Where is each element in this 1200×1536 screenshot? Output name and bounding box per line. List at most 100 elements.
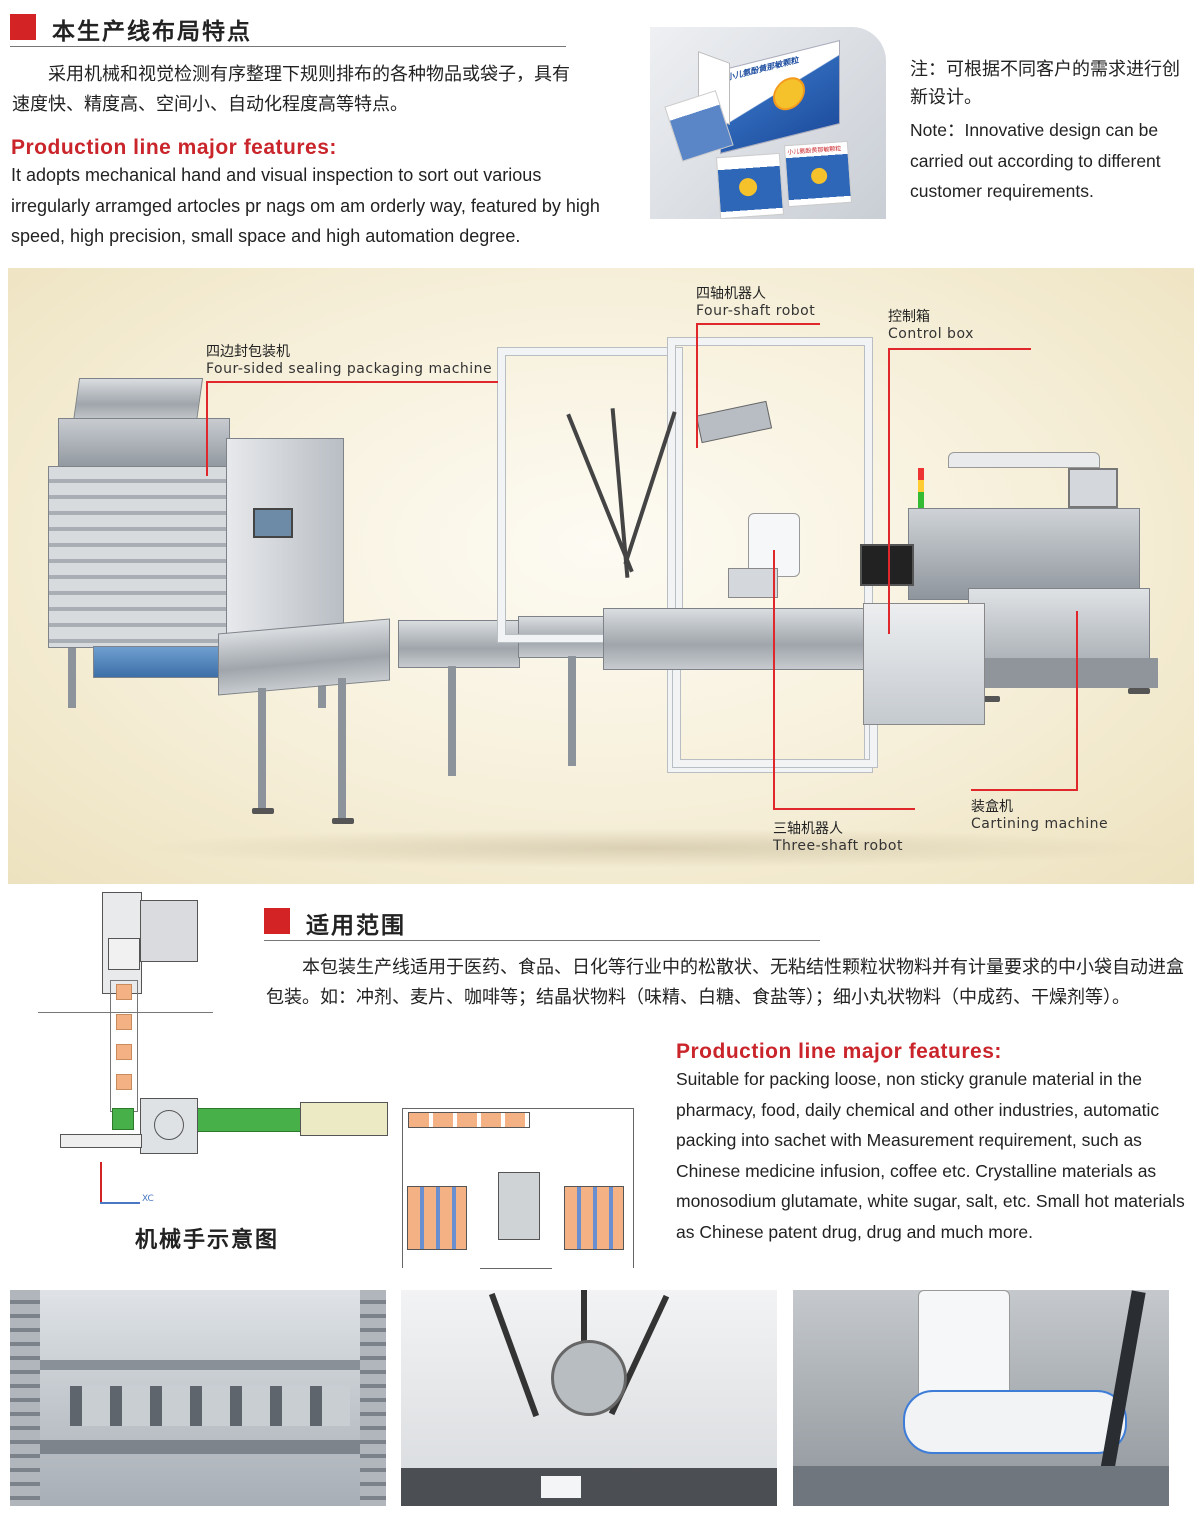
robot-work-table bbox=[603, 608, 895, 670]
schematic-frame-top bbox=[402, 1108, 634, 1109]
product-box: 小儿氨酚黄那敏颗粒 bbox=[720, 40, 840, 154]
conveyor-leg bbox=[258, 688, 266, 808]
layout-section-rule bbox=[10, 46, 566, 47]
callout-cartoning-cn: 装盒机 bbox=[971, 799, 1013, 815]
schematic-caption: 机械手示意图 bbox=[135, 1228, 280, 1253]
sun-mascot-icon bbox=[773, 73, 805, 114]
cartoning-body bbox=[968, 588, 1150, 670]
schematic-robot-icon bbox=[154, 1110, 184, 1140]
scope-section-rule bbox=[264, 940, 820, 941]
callout-line bbox=[206, 381, 498, 383]
schematic-green-conveyor bbox=[196, 1108, 304, 1132]
schematic-sachet bbox=[116, 984, 132, 1000]
schematic-carton-stack-right bbox=[564, 1186, 624, 1250]
schematic-green-segment bbox=[112, 1108, 134, 1130]
callout-line bbox=[696, 323, 698, 448]
monitor-icon bbox=[860, 544, 914, 586]
callout-three-shaft-cn: 三轴机器人 bbox=[773, 821, 843, 837]
callout-line bbox=[696, 323, 820, 325]
cartoning-machine bbox=[888, 438, 1158, 738]
schematic-transfer bbox=[300, 1102, 388, 1136]
photo-sealing-detail bbox=[10, 1290, 386, 1506]
control-box bbox=[863, 603, 985, 725]
callout-line bbox=[1076, 611, 1078, 791]
sachet-right-label: 小儿氨酚黄那敏颗粒 bbox=[787, 145, 842, 157]
section-marker-icon bbox=[264, 908, 290, 934]
layout-section-body-en: It adopts mechanical hand and visual ins… bbox=[11, 165, 600, 246]
sachet-right: 小儿氨酚黄那敏颗粒 bbox=[783, 140, 853, 208]
belt bbox=[401, 1468, 777, 1506]
delta-head-icon bbox=[551, 1340, 627, 1416]
carton-magazine bbox=[908, 508, 1140, 600]
axis-label: XC bbox=[142, 1194, 154, 1204]
nozzle-row bbox=[70, 1386, 350, 1426]
callout-line bbox=[773, 550, 775, 810]
callout-four-sided-en: Four-sided sealing packaging machine bbox=[206, 361, 493, 377]
callout-control-box-cn: 控制箱 bbox=[888, 309, 930, 325]
callout-three-shaft-en: Three-shaft robot bbox=[773, 838, 903, 854]
sachet-on-belt bbox=[541, 1476, 581, 1498]
delta-arm-photo bbox=[581, 1290, 587, 1370]
sachet-left bbox=[715, 152, 785, 219]
callout-four-sided-cn: 四边封包装机 bbox=[206, 344, 290, 360]
schematic-frame-right bbox=[633, 1108, 634, 1268]
schematic-sachet bbox=[116, 1014, 132, 1030]
cross-bar bbox=[40, 1440, 360, 1454]
hopper bbox=[72, 378, 204, 422]
four-shaft-robot-frame bbox=[498, 348, 682, 642]
cartoning-canopy bbox=[948, 452, 1100, 468]
callout-four-shaft-cn: 四轴机器人 bbox=[696, 286, 766, 302]
cartoning-base bbox=[958, 658, 1158, 688]
callout-control-box-en: Control box bbox=[888, 326, 974, 342]
cartoning-foot bbox=[978, 696, 1000, 702]
conveyor-foot bbox=[252, 808, 274, 814]
machine-screen bbox=[253, 508, 293, 538]
robot-schematic: XC 机械手示意图 bbox=[30, 890, 650, 1275]
photo-scara-robot bbox=[793, 1290, 1169, 1506]
schematic-conveyor bbox=[110, 980, 138, 1112]
callout-line bbox=[773, 808, 915, 810]
side-rail bbox=[360, 1290, 386, 1506]
callout-four-shaft-en: Four-shaft robot bbox=[696, 303, 816, 319]
callout-line bbox=[971, 789, 1078, 791]
axis-y-icon bbox=[100, 1162, 102, 1204]
schematic-bracket bbox=[108, 938, 140, 970]
callout-line bbox=[888, 348, 890, 634]
schematic-rail bbox=[480, 1268, 552, 1269]
scope-section-title: 适用范围 bbox=[306, 913, 406, 939]
callout-line bbox=[888, 348, 1031, 350]
schematic-sachet bbox=[116, 1074, 132, 1090]
schematic-machine-side bbox=[140, 900, 198, 962]
table-top bbox=[793, 1466, 1169, 1506]
hmi-screen bbox=[1068, 468, 1118, 508]
machine-leg bbox=[68, 648, 76, 708]
callout-cartoning-en: Cartining machine bbox=[971, 816, 1109, 832]
callout-line bbox=[206, 381, 208, 476]
product-photo: 小儿氨酚黄那敏颗粒 小儿氨酚黄那敏颗粒 bbox=[650, 27, 886, 219]
conveyor-leg bbox=[338, 678, 346, 818]
schematic-carton-row bbox=[408, 1112, 530, 1128]
schematic-infeed bbox=[60, 1134, 142, 1148]
cartoning-foot bbox=[1128, 688, 1150, 694]
layout-section-body-cn: 采用机械和视觉检测有序整理下规则排布的各种物品或袋子，具有速度快、精度高、空间小… bbox=[12, 64, 570, 115]
note-cn: 注：可根据不同客户的需求进行创新设计。 bbox=[910, 59, 1180, 108]
scope-section-heading-en: Production line major features: bbox=[676, 1040, 1002, 1063]
schematic-arm bbox=[498, 1172, 540, 1240]
scope-section-body-cn: 本包装生产线适用于医药、食品、日化等行业中的松散状、无粘结性颗粒状物料并有计量要… bbox=[266, 957, 1184, 1008]
schematic-frame-left bbox=[402, 1108, 403, 1268]
production-line-photo: 四边封包装机 Four-sided sealing packaging mach… bbox=[8, 268, 1194, 884]
schematic-reference-line bbox=[38, 1012, 213, 1013]
discharge-tray bbox=[93, 646, 235, 678]
sachet-mascot-icon bbox=[810, 167, 828, 185]
photo-delta-robot bbox=[401, 1290, 777, 1506]
sealing-body bbox=[48, 466, 230, 648]
layout-section-heading-en: Production line major features: bbox=[11, 136, 337, 159]
scara-arm bbox=[903, 1390, 1127, 1454]
conveyor-foot bbox=[332, 818, 354, 824]
conveyor-leg bbox=[568, 656, 576, 766]
schematic-sachet bbox=[116, 1044, 132, 1060]
signal-tower-icon bbox=[918, 468, 924, 508]
schematic-carton-stack-left bbox=[407, 1186, 467, 1250]
dosing-head bbox=[58, 418, 230, 470]
side-rail bbox=[10, 1290, 40, 1506]
